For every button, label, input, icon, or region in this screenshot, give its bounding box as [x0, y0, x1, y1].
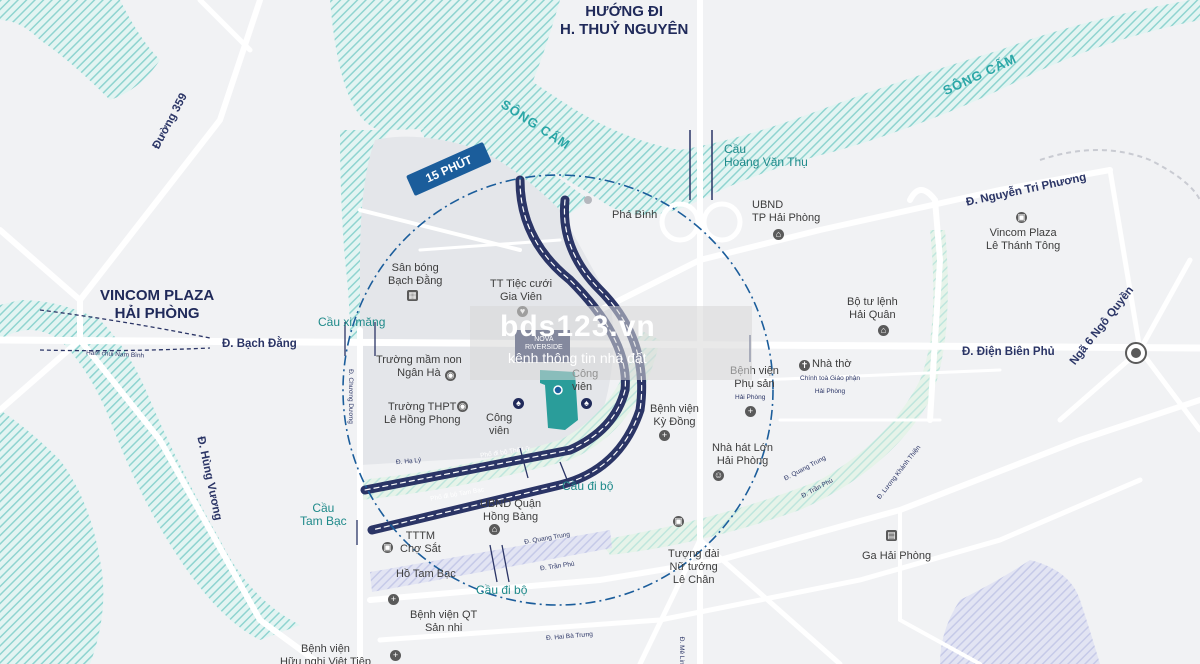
label-ha-ly: Đ. Hạ Lý	[395, 456, 422, 467]
park-icon-2: ♠	[513, 398, 524, 409]
label-dien-bien-phu: Đ. Điện Biên Phủ	[962, 346, 1055, 358]
label-bv-phu-san-sub: Hải Phòng	[735, 394, 766, 401]
label-cau-di-bo-1: Cầu đi bộ	[562, 479, 614, 493]
label-ho-tam-bac: Hồ Tam Bạc	[396, 568, 456, 580]
label-nha-tho: Nhà thờ	[812, 358, 852, 370]
label-bach-dang: Đ. Bạch Đằng	[222, 338, 297, 350]
hospital-icon-3: +	[388, 594, 399, 605]
school-icon: ◉	[445, 370, 456, 381]
shopping-icon-2: ▣	[382, 542, 393, 553]
label-ga-hp: Ga Hải Phòng	[862, 550, 932, 562]
train-icon: ▤	[886, 530, 897, 541]
label-pha-binh: Phá Bình	[612, 209, 658, 221]
watermark-main: bds123.vn	[500, 310, 656, 343]
watermark-box	[470, 306, 752, 380]
hospital-icon-4: +	[390, 650, 401, 661]
label-cau-xi-mang: Cầu xi măng	[318, 315, 386, 329]
building-icon-2: ⌂	[489, 524, 500, 535]
label-me-linh: Đ. Mê Linh	[678, 636, 686, 664]
label-chuong-duong: Đ. Chương Dương	[346, 369, 354, 424]
church-icon: ✝	[799, 360, 810, 371]
stadium-icon: ▦	[407, 290, 418, 301]
river-cam-main	[430, 0, 1200, 215]
hospital-icon: +	[745, 406, 756, 417]
park-icon: ♠	[581, 398, 592, 409]
shopping-icon: ▣	[1016, 212, 1027, 223]
theater-icon: ☺	[713, 470, 724, 481]
watermark-sub: kênh thông tin nhà đất	[508, 350, 647, 366]
building-icon: ⌂	[773, 229, 784, 240]
market-icon: ▣	[673, 516, 684, 527]
school-icon-2: ◉	[457, 401, 468, 412]
navy-icon: ⌂	[878, 325, 889, 336]
label-cau-di-bo-2: Cầu đi bộ	[476, 583, 528, 597]
hospital-icon-2: +	[659, 430, 670, 441]
